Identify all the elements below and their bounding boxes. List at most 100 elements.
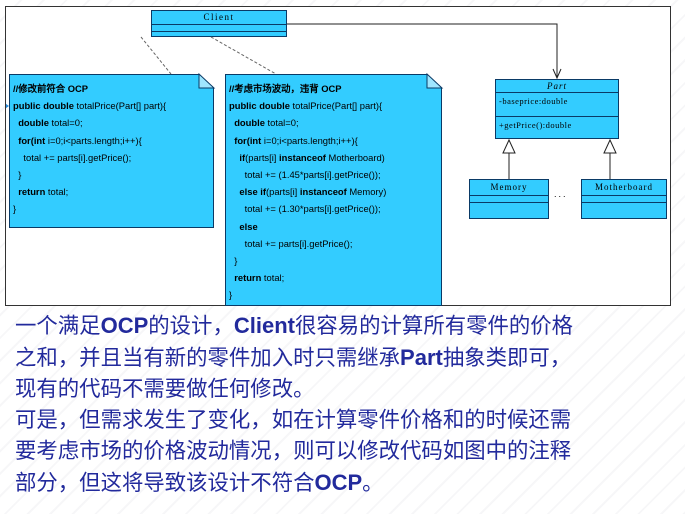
note2-code-segment: else	[229, 220, 258, 232]
note2-code-line: }	[229, 286, 439, 303]
explanation-text: 一个满足OCP的设计，Client很容易的计算所有零件的价格之和，并且当有新的零…	[15, 310, 677, 499]
note1-code-segment: total;	[47, 186, 69, 198]
part-class-name: Part	[496, 80, 618, 93]
part-class: Part -baseprice:double +getPrice():doubl…	[495, 79, 619, 139]
note2-code-line: else	[229, 218, 439, 235]
explanation-segment: 之和，并且当有新的零件加入时只需继承	[15, 346, 401, 371]
memory-class-name: Memory	[470, 180, 548, 196]
note2-code-segment: }	[229, 289, 233, 301]
note1-code-line: for(int i=0;i<parts.length;i++){	[13, 132, 211, 149]
explanation-segment: 要考虑市场的价格波动情况，则可以修改代码如图中的注释	[15, 439, 572, 464]
note2-code-line: //考虑市场波动，违背 OCP	[229, 80, 439, 97]
note2-code-segment: (parts[i]	[266, 186, 300, 198]
note1-code-line: public double totalPrice(Part[] part){	[13, 97, 211, 114]
note2-code-segment: for(int	[229, 134, 264, 146]
note2-code-segment: total += (1.45*parts[i].getPrice());	[229, 168, 381, 180]
note2-code-line: total += (1.30*parts[i].getPrice());	[229, 200, 439, 217]
explanation-line: 要考虑市场的价格波动情况，则可以修改代码如图中的注释	[15, 436, 677, 467]
note-before-change: //修改前符合 OCP public double totalPrice(Part…	[9, 74, 214, 228]
note2-anchor	[210, 36, 277, 75]
note2-code-segment: }	[229, 254, 238, 266]
note2-code-segment: public double	[229, 100, 293, 112]
explanation-segment: 抽象类即可，	[442, 346, 572, 371]
note2-code-segment: double	[229, 117, 268, 129]
note2-code-segment: Memory)	[349, 186, 387, 198]
explanation-segment: OCP	[314, 470, 363, 495]
note2-code-segment: total=0;	[267, 117, 299, 129]
motherboard-generalization-triangle	[603, 138, 617, 154]
note-after-change: //考虑市场波动，违背 OCP public double totalPrice(…	[225, 74, 442, 306]
note2-code-segment: Motherboard)	[328, 151, 385, 163]
client-class: Client	[151, 10, 287, 37]
note2-code-line: for(int i=0;i<parts.length;i++){	[229, 132, 439, 149]
note1-code-segment: total += parts[i].getPrice();	[13, 151, 132, 163]
note2-code-segment: if	[229, 151, 246, 163]
explanation-line: 可是，但需求发生了变化，如在计算零件价格和的时候还需	[15, 405, 677, 436]
association-arrowhead	[552, 68, 562, 80]
explanation-segment: OCP	[100, 313, 149, 338]
note1-code-segment: }	[13, 203, 17, 215]
note2-code-segment: (parts[i]	[245, 151, 280, 163]
explanation-segment: 。	[362, 471, 384, 496]
motherboard-class: Motherboard	[581, 179, 667, 219]
note2-code-line: return total;	[229, 269, 439, 286]
note1-code-segment: public double	[13, 100, 77, 112]
explanation-segment: Part	[400, 345, 443, 370]
part-operation: +getPrice():double	[499, 120, 572, 130]
memory-generalization-triangle	[502, 138, 516, 154]
note2-code-segment: return	[229, 272, 264, 284]
note2-code-segment: totalPrice(Part[] part){	[292, 100, 383, 112]
left-pointer-arrow	[6, 103, 9, 109]
note2-code-line: total += parts[i].getPrice();	[229, 235, 439, 252]
note2-code-segment: instanceof	[299, 186, 350, 198]
explanation-line: 部分，但这将导致该设计不符合OCP。	[15, 467, 677, 499]
explanation-line: 现有的代码不需要做任何修改。	[15, 374, 677, 405]
note2-code-segment: //考虑市场波动，违背 OCP	[229, 83, 342, 94]
note1-code-segment: totalPrice(Part[] part){	[76, 100, 167, 112]
client-class-name: Client	[152, 11, 286, 25]
client-attributes-compartment	[152, 25, 286, 32]
memory-class: Memory	[469, 179, 549, 219]
note2-code-segment: total;	[263, 272, 285, 284]
note1-code-line: return total;	[13, 183, 211, 200]
note2-code-line: public double totalPrice(Part[] part){	[229, 97, 439, 114]
note1-code-line: total += parts[i].getPrice();	[13, 149, 211, 166]
explanation-segment: 部分，但这将导致该设计不符合	[15, 471, 315, 496]
note1-code-segment: return	[13, 186, 48, 198]
note2-code-line: total += (1.45*parts[i].getPrice());	[229, 166, 439, 183]
note1-code-line: }	[13, 200, 211, 217]
note1-code-line: double total=0;	[13, 114, 211, 131]
note1-code-segment: i=0;i<parts.length;i++){	[47, 134, 142, 146]
note1-code-segment: double	[13, 117, 52, 129]
note2-code-segment: i=0;i<parts.length;i++){	[263, 134, 358, 146]
note2-code-segment: else if	[229, 186, 266, 198]
motherboard-attributes-compartment	[582, 196, 666, 203]
note1-anchor	[140, 36, 172, 75]
explanation-line: 一个满足OCP的设计，Client很容易的计算所有零件的价格	[15, 310, 677, 342]
note1-code-segment: //修改前符合 OCP	[13, 83, 89, 94]
explanation-segment: 可是，但需求发生了变化，如在计算零件价格和的时候还需	[15, 408, 572, 433]
explanation-segment: 一个满足	[15, 314, 101, 339]
explanation-segment: Client	[233, 313, 295, 338]
note2-code-line: if(parts[i] instanceof Motherboard)	[229, 149, 439, 166]
note1-code-segment: total=0;	[51, 117, 83, 129]
explanation-line: 之和，并且当有新的零件加入时只需继承Part抽象类即可，	[15, 342, 677, 374]
note2-code-segment: total += parts[i].getPrice();	[229, 237, 353, 249]
note2-code-segment: total += (1.30*parts[i].getPrice());	[229, 203, 381, 215]
note1-code-line: //修改前符合 OCP	[13, 80, 211, 97]
note2-code-segment: instanceof	[279, 151, 329, 163]
note1-code-line: }	[13, 166, 211, 183]
explanation-segment: 现有的代码不需要做任何修改。	[15, 377, 315, 402]
note2-code-line: }	[229, 252, 439, 269]
note1-code-segment: }	[13, 168, 22, 180]
explanation-segment: 的设计，	[148, 314, 234, 339]
explanation-segment: 很容易的计算所有零件的价格	[294, 314, 574, 339]
note2-code-line: else if(parts[i] instanceof Memory)	[229, 183, 439, 200]
more-subclasses-ellipsis: ...	[554, 189, 568, 199]
client-part-association	[287, 23, 558, 77]
motherboard-class-name: Motherboard	[582, 180, 666, 196]
part-attribute: -baseprice:double	[496, 93, 618, 117]
note1-code-segment: for(int	[13, 134, 48, 146]
memory-attributes-compartment	[470, 196, 548, 203]
uml-class-diagram: Client Part -baseprice:double +getPrice(…	[5, 6, 671, 306]
